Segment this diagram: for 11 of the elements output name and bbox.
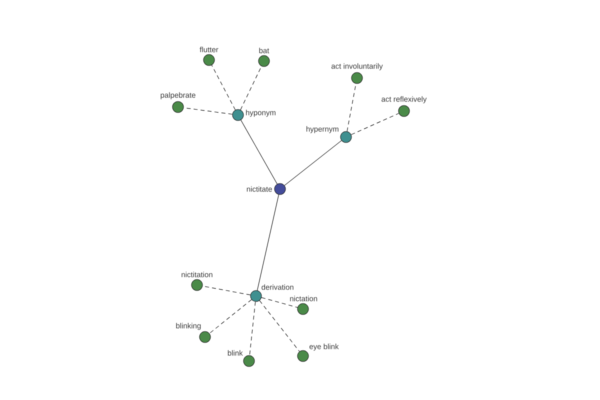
- dashed-line: [261, 297, 298, 308]
- line: [284, 140, 342, 186]
- dashed-line: [249, 301, 256, 356]
- dashed-line: [240, 66, 262, 110]
- line: [240, 120, 278, 184]
- dashed-line: [211, 64, 236, 110]
- dashed-line: [350, 113, 400, 135]
- dashed-line: [183, 107, 233, 115]
- line: [256, 194, 280, 291]
- dashed-line: [259, 300, 300, 352]
- dashed-line: [209, 299, 252, 334]
